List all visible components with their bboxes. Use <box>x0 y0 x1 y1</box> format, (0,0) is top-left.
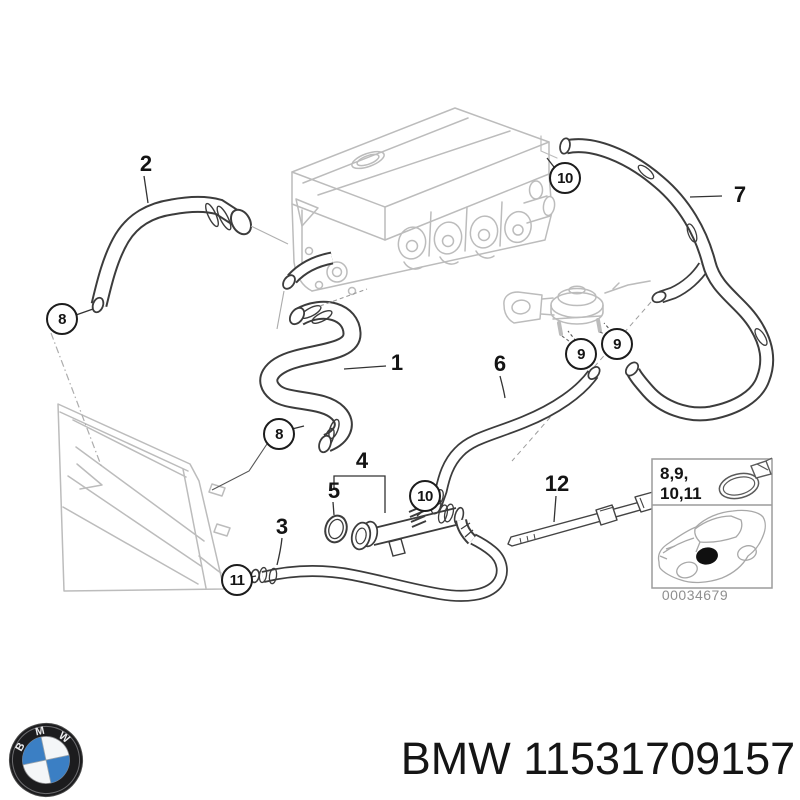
engine-water-outlet <box>276 251 334 330</box>
inset-line-1: 8,9, <box>660 464 689 483</box>
callout-10: 10 <box>409 480 441 512</box>
hose-part-3 <box>250 518 508 602</box>
hose-part-2 <box>90 195 289 314</box>
callout-9: 9 <box>565 338 597 370</box>
hose-part-1 <box>259 288 368 454</box>
car-icon <box>657 509 766 584</box>
callout-9: 9 <box>601 328 633 360</box>
callout-8: 8 <box>46 303 78 335</box>
cable-tie-part-12 <box>507 489 664 547</box>
callout-5: 5 <box>327 478 341 503</box>
callout-11: 11 <box>221 564 253 596</box>
callout-2: 2 <box>139 151 153 176</box>
logo-letter-m: M <box>34 725 45 739</box>
hose-part-7 <box>511 137 775 462</box>
leader-8-radiator-dash <box>50 332 103 469</box>
o-ring-part-5 <box>324 514 348 544</box>
callout-3: 3 <box>275 514 289 539</box>
callout-12: 12 <box>544 471 570 496</box>
callout-4: 4 <box>355 448 369 473</box>
location-dot <box>696 547 718 565</box>
inset-image-number: 00034679 <box>661 587 729 603</box>
callout-10: 10 <box>549 162 581 194</box>
hose-part-6 <box>429 366 601 515</box>
engine-outline <box>291 107 558 296</box>
water-pipe-part-4 <box>350 503 465 557</box>
leader-lines <box>75 157 723 578</box>
hose-clamp-icon <box>718 457 773 500</box>
vent-valve-outline <box>503 280 651 336</box>
callout-1: 1 <box>390 350 404 375</box>
radiator-outline <box>57 403 231 592</box>
inset-part-numbers: 8,9, 10,11 <box>660 464 702 504</box>
callout-8: 8 <box>263 418 295 450</box>
callout-6: 6 <box>493 351 507 376</box>
callout-7: 7 <box>733 182 747 207</box>
part-number-text: BMW 11531709157 <box>400 733 796 784</box>
bmw-roundel-logo: B M W <box>9 723 83 797</box>
inset-line-2: 10,11 <box>660 484 702 503</box>
inset-box <box>651 457 773 589</box>
